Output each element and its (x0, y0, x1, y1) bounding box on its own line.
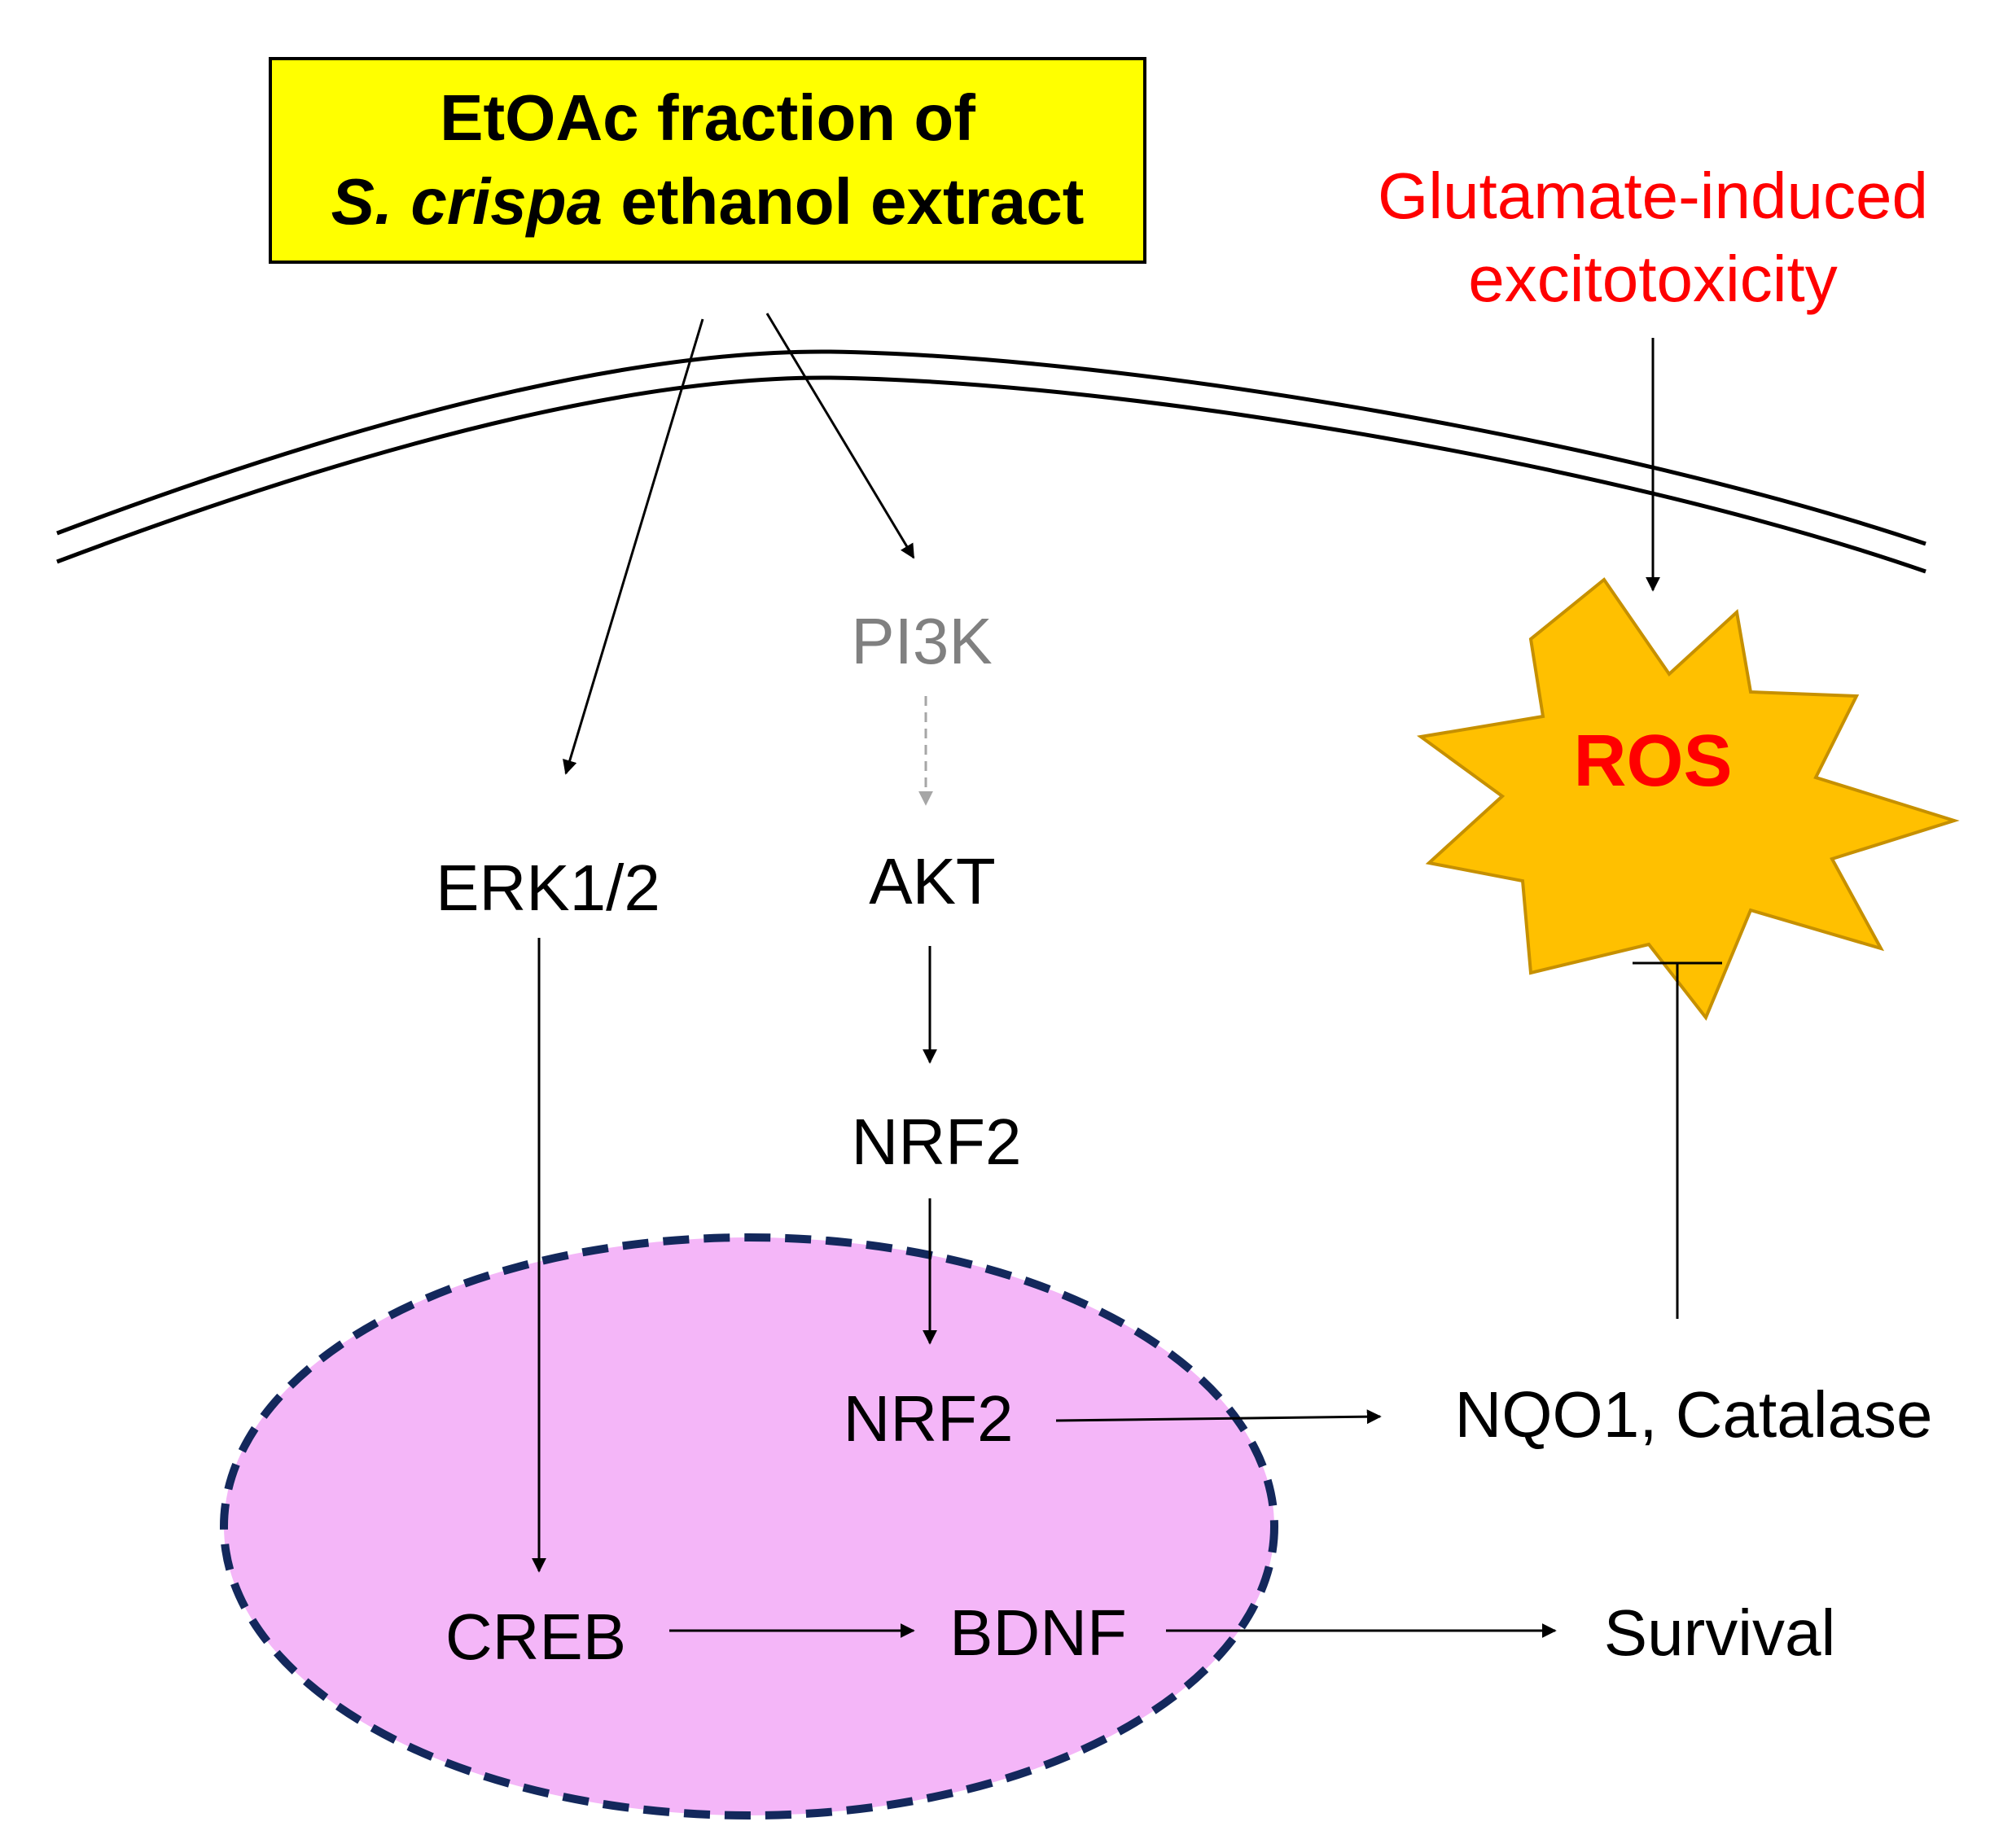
bdnf-label: BDNF (949, 1596, 1127, 1669)
nrf2-cytoplasm-label: NRF2 (852, 1106, 1022, 1178)
stress-label-line1: Glutamate-induced (1378, 160, 1928, 232)
species-name: S. crispa (331, 165, 603, 238)
extract-title-line2-rest: ethanol extract (603, 165, 1084, 238)
nqo1-catalase-label: NQO1, Catalase (1455, 1378, 1933, 1451)
arrow-extract-to-erk (563, 318, 704, 775)
extract-title-line2: S. crispa ethanol extract (331, 165, 1085, 238)
pi3k-label: PI3K (851, 605, 992, 677)
extract-box (269, 57, 1146, 264)
cell-membrane-outer (56, 349, 1926, 546)
ros-burst (1416, 577, 1960, 1021)
erk-label: ERK1/2 (436, 852, 660, 924)
arrow-extract-to-pi3k (765, 313, 915, 559)
survival-label: Survival (1604, 1596, 1836, 1669)
extract-title-line1: EtOAc fraction of (440, 81, 975, 154)
nucleus (220, 1233, 1278, 1820)
creb-label: CREB (445, 1601, 626, 1673)
arrow-nrf2-to-nqo1-catalase (1055, 1409, 1382, 1425)
stress-label-line2: excitotoxicity (1468, 243, 1837, 315)
ros-label: ROS (1573, 720, 1732, 802)
akt-label: AKT (869, 845, 996, 917)
nrf2-nucleus-label: NRF2 (844, 1382, 1014, 1455)
cell-membrane-inner (56, 375, 1926, 574)
